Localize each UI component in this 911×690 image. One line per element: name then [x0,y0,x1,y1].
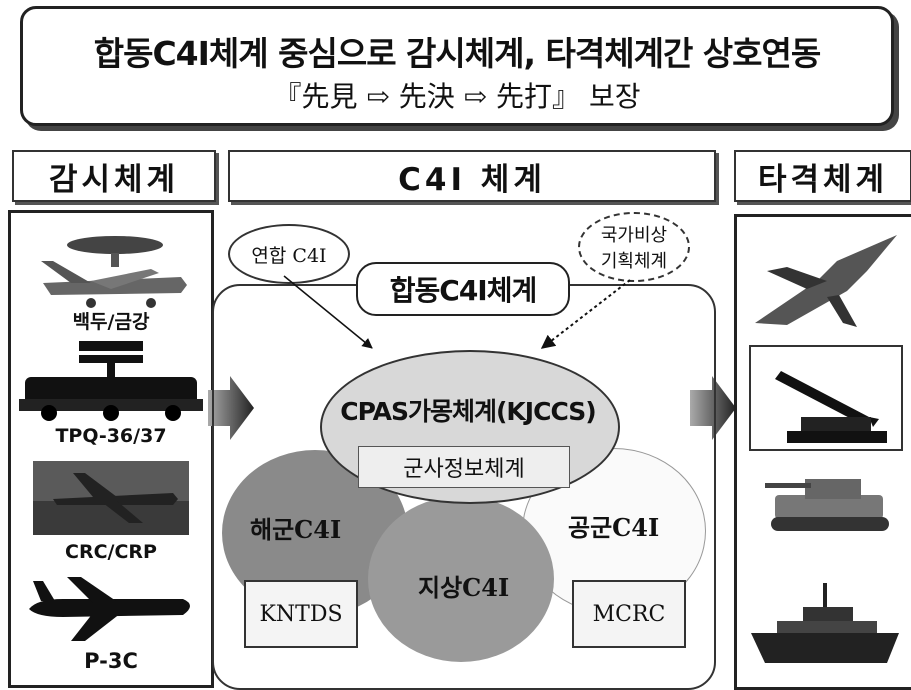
awacs-plane-icon [41,236,187,308]
navy-c4i-label: 해군C4I [250,515,342,544]
army-c4i-circle [368,496,554,662]
arrow-right-icon [208,376,254,440]
banner-title: 합동C4I체계 중심으로 감시체계, 타격체계간 상호연동 [93,34,822,73]
allied-c4i-node: 연합 C4I [228,224,350,284]
strike-panel [734,214,911,690]
crc-aircraft-photo-icon [33,461,189,535]
missile-launcher-frame [749,345,903,451]
air-c4i-label: 공군C4I [568,513,660,542]
kjccs-label: CPAS가몽체계(KJCCS) [340,397,596,426]
joint-c4i-label: 합동C4I체계 [356,262,570,316]
howitzer-icon [765,479,889,531]
warship-icon [751,583,899,663]
header-c4i: C4I 체계 [228,150,716,202]
national-planning-node: 국가비상 기획체계 [578,212,690,282]
army-c4i-label: 지상C4I [418,573,510,602]
header-surveillance: 감시체계 [12,150,216,202]
fighter-jet-icon [755,235,897,327]
mcrc-box: MCRC [572,580,686,648]
title-banner: 합동C4I체계 중심으로 감시체계, 타격체계간 상호연동 『先見 ⇨ 先決 ⇨… [20,6,894,126]
surveillance-item-4: P-3C [84,649,138,673]
missile-launcher-icon [775,371,887,443]
kntds-box: KNTDS [244,580,358,648]
surveillance-item-3: CRC/CRP [65,541,157,563]
military-info-label: 군사정보체계 [358,446,570,488]
radar-vehicle-icon [19,341,203,421]
arrow-right-icon [690,376,736,440]
header-strike: 타격체계 [734,150,911,202]
p3c-plane-icon [29,577,190,641]
surveillance-item-1: 백두/금강 [72,311,150,333]
surveillance-panel: 백두/금강 TPQ-36/37 CRC/CRP P-3C [8,210,214,688]
surveillance-item-2: TPQ-36/37 [55,425,167,447]
banner-subtitle: 『先見 ⇨ 先決 ⇨ 先打』 보장 [273,80,641,113]
connector-lines [283,275,631,349]
